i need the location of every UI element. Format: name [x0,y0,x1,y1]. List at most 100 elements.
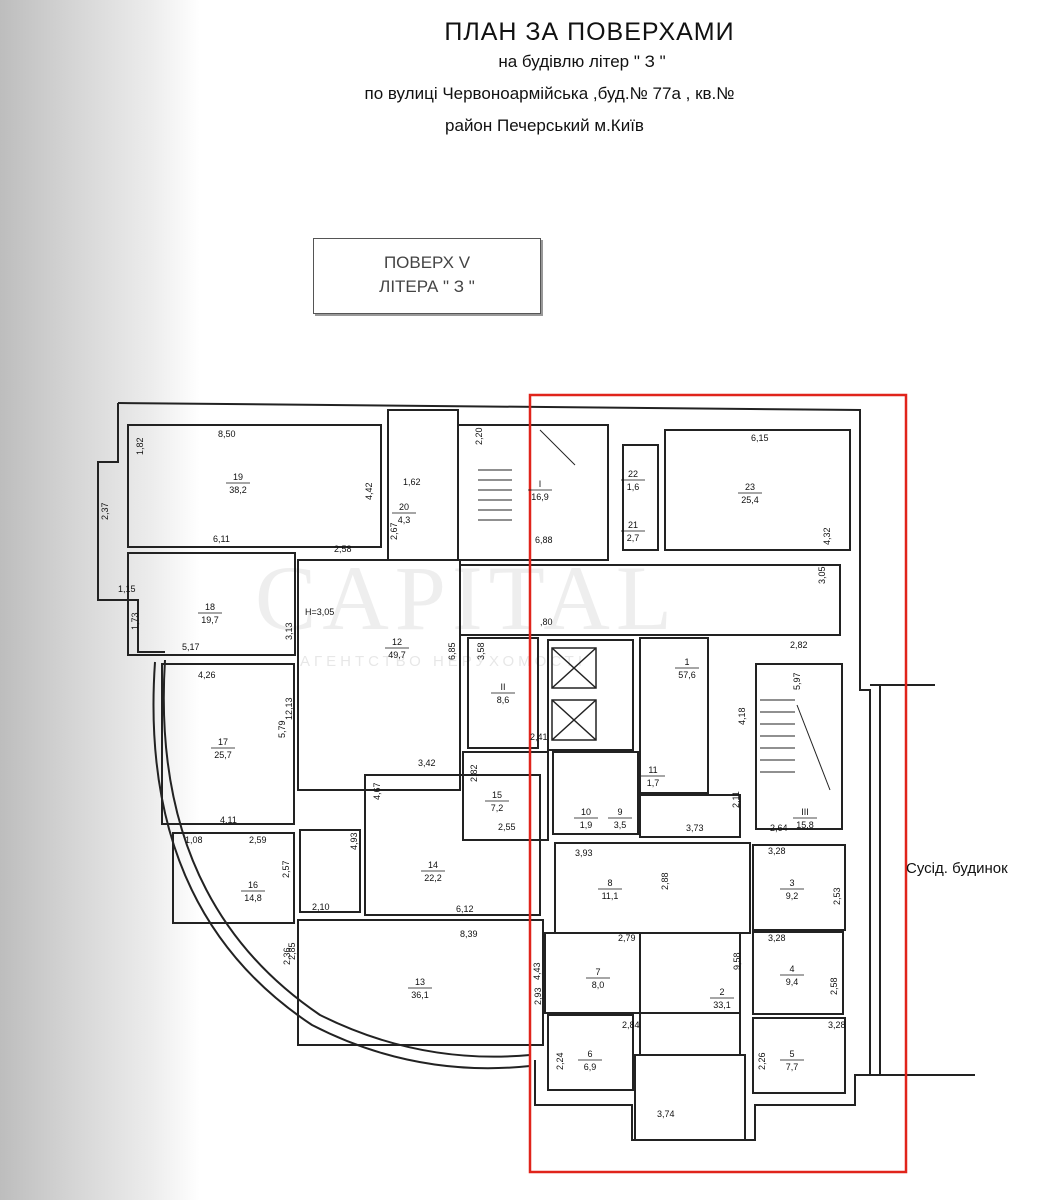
dimension-label: 6,11 [213,534,230,544]
dimension-label: 2,53 [832,887,842,905]
ceiling-height: Н=3,05 [305,607,334,617]
room-area: 14,8 [244,893,262,903]
room-area: 16,9 [531,492,549,502]
dimension-label: 4,26 [198,670,216,680]
room-number: 12 [392,637,402,647]
dimension-label: 3,58 [476,642,486,660]
dimension-label: 2,82 [790,640,808,650]
dimension-label: 3,74 [657,1109,675,1119]
floor-litera: ЛІТЕРА " З " [379,277,475,296]
room-number: 17 [218,737,228,747]
dimension-label: 4,18 [737,707,747,725]
room-area: 7,7 [786,1062,799,1072]
room-number: 13 [415,977,425,987]
room-area: 49,7 [388,650,406,660]
dimension-label: 8,39 [460,929,478,939]
room-area: 8,6 [497,695,510,705]
dimension-label: 1,73 [130,612,140,630]
room-number: 1 [684,657,689,667]
dimension-label: 1,62 [403,477,421,487]
dimension-label: 3,05 [817,566,827,584]
highlight-frame [528,393,908,1174]
dimension-label: 4,32 [822,527,832,545]
dimension-label: 3,28 [768,933,786,943]
stairs [478,429,831,791]
room-area: 9,2 [786,891,799,901]
dimension-label: 2,10 [312,902,330,912]
lift-shafts [551,647,597,741]
room-number: 3 [789,878,794,888]
plan-address: по вулиці Червоноармійська ,буд.№ 77а , … [364,84,735,103]
dimension-label: 2,59 [249,835,267,845]
room-number: 11 [648,765,657,775]
dimension-label: ,80 [540,617,553,627]
room-number: 9 [617,807,622,817]
dimension-label: 5,97 [792,672,802,690]
room-number: III [801,807,809,817]
dimension-label: 9,58 [732,952,742,970]
room-number: 23 [745,482,755,492]
walls [97,402,975,1141]
dimension-label: 1,15 [118,584,136,594]
room-area: 1,9 [580,820,593,830]
room-number: II [500,682,505,692]
room-area: 6,9 [584,1062,597,1072]
dimension-label: 2,36 [282,947,292,965]
room-area: 9,4 [786,977,799,987]
dimension-label: 3,28 [768,846,786,856]
room-area: 3,5 [614,820,627,830]
floor-number: ПОВЕРХ V [383,253,471,272]
dimension-label: 12,13 [284,697,294,720]
room-number: 7 [595,967,600,977]
room-area: 1,7 [647,778,660,788]
dimension-label: 3,13 [284,622,294,640]
dimension-label: 8,50 [218,429,236,439]
room-area: 38,2 [229,485,247,495]
plan-title: ПЛАН ЗА ПОВЕРХАМИ [444,18,735,46]
dimension-label: 2,93 [533,987,543,1005]
dimension-label: 3,73 [686,823,704,833]
dimension-label: 2,24 [555,1052,565,1070]
dimension-label: 4,42 [364,482,374,500]
dimension-label: 2,58 [334,544,352,554]
room-area: 22,2 [424,873,442,883]
room-area: 1,6 [627,482,640,492]
dimension-label: 2,88 [660,872,670,890]
room-area: 33,1 [713,1000,731,1010]
dimension-label: 6,12 [456,904,474,914]
room-area: 2,7 [627,533,640,543]
dimension-label: 6,15 [751,433,769,443]
room-number: 20 [399,502,409,512]
room-area: 57,6 [678,670,696,680]
dimension-label: 5,79 [277,720,287,738]
dimension-label: 4,43 [532,962,542,980]
floor-label-box: ПОВЕРХ V ЛІТЕРА " З " [313,238,541,314]
dimension-label: 4,93 [349,832,359,850]
dimension-label: 3,42 [418,758,436,768]
neighbor-building-label: Сусід. будинок [906,860,1008,877]
room-number: 4 [789,964,794,974]
room-number: 10 [581,807,591,817]
room-area: 15,8 [796,820,814,830]
plan-district: район Печерський м.Київ [445,116,644,135]
room-number: I [539,479,542,489]
room-number: 2 [719,987,724,997]
room-number: 18 [205,602,215,612]
plan-subtitle: на будівлю літер " З " [498,52,666,71]
room-number: 8 [607,878,612,888]
dimension-label: 4,11 [220,815,237,825]
dimension-label: 2,67 [389,522,399,540]
dimension-label: 6,85 [447,642,457,660]
dimension-label: 2,26 [757,1052,767,1070]
room-area: 25,7 [214,750,232,760]
room-number: 14 [428,860,438,870]
dimension-label: 2,37 [100,502,110,520]
dimension-label: 3,93 [575,848,593,858]
dimension-label: 2,64 [770,823,788,833]
room-area: 7,2 [491,803,504,813]
dimension-label: 6,88 [535,535,553,545]
dimension-label: 2,58 [829,977,839,995]
room-area: 8,0 [592,980,605,990]
room-area: 25,4 [741,495,759,505]
